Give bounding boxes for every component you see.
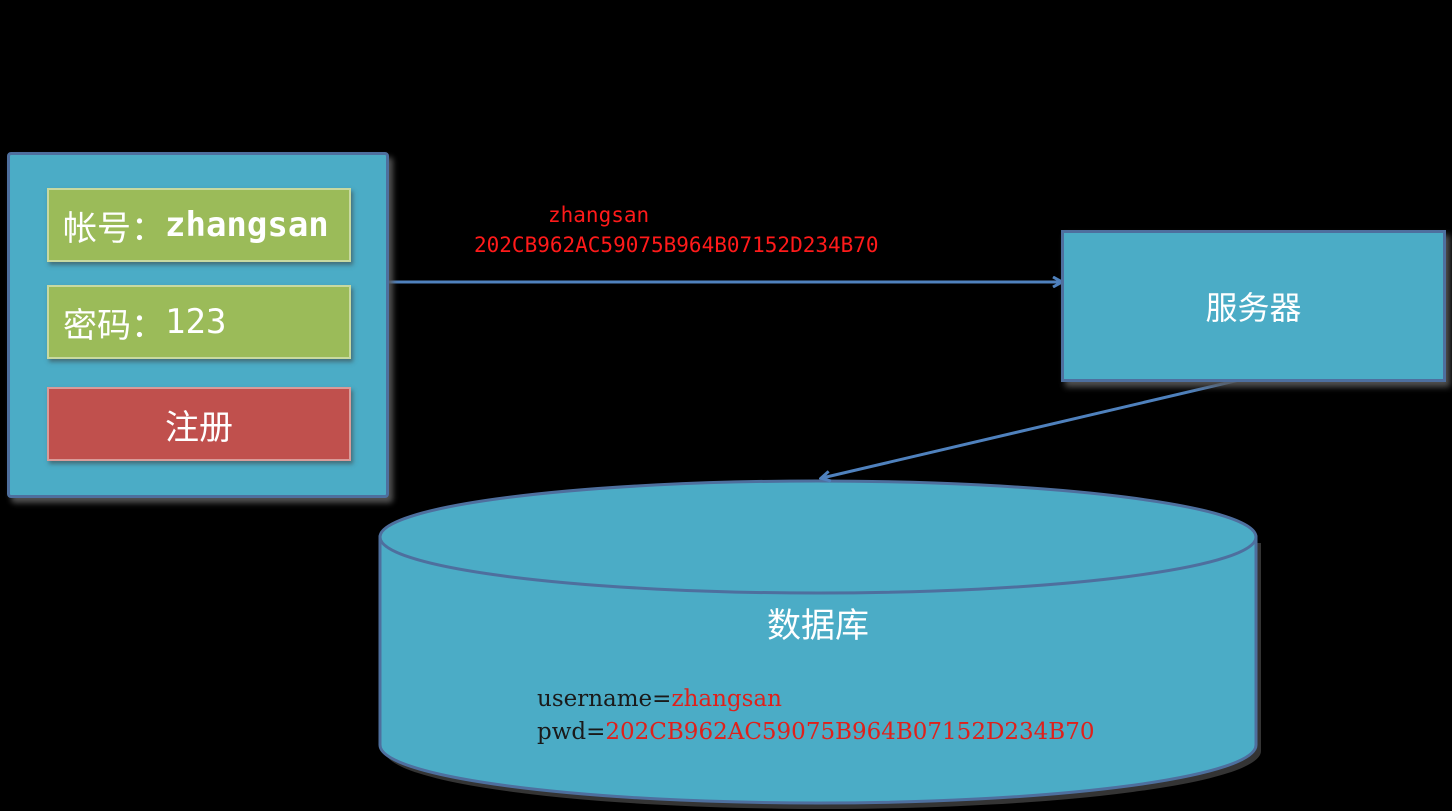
record-username-key: username=	[537, 686, 672, 712]
database-label: 数据库	[767, 606, 869, 646]
record-username-value: zhangsan	[671, 686, 782, 712]
password-field[interactable]: 密码： 123	[47, 285, 351, 359]
account-value: zhangsan	[165, 205, 329, 245]
payload-username: zhangsan	[548, 203, 650, 227]
record-username-line: username=zhangsan	[537, 683, 1094, 716]
store-arrow	[822, 375, 1253, 478]
request-payload: zhangsan 202CB962AC59075B964B07152D234B7…	[474, 200, 954, 260]
register-button[interactable]: 注册	[47, 387, 351, 461]
register-form-panel: 帐号： zhangsan 密码： 123 注册	[7, 152, 389, 498]
database-record: username=zhangsan pwd=202CB962AC59075B96…	[537, 683, 1094, 749]
account-label: 帐号：	[63, 208, 165, 249]
server-node: 服务器	[1061, 230, 1446, 382]
account-field[interactable]: 帐号： zhangsan	[47, 188, 351, 262]
password-label: 密码：	[63, 305, 165, 346]
payload-hash: 202CB962AC59075B964B07152D234B70	[474, 233, 879, 257]
record-pwd-line: pwd=202CB962AC59075B964B07152D234B70	[537, 716, 1094, 749]
record-pwd-value: 202CB962AC59075B964B07152D234B70	[605, 719, 1095, 745]
password-value: 123	[165, 302, 227, 342]
database-cylinder	[378, 479, 1261, 809]
record-pwd-key: pwd=	[537, 719, 606, 745]
